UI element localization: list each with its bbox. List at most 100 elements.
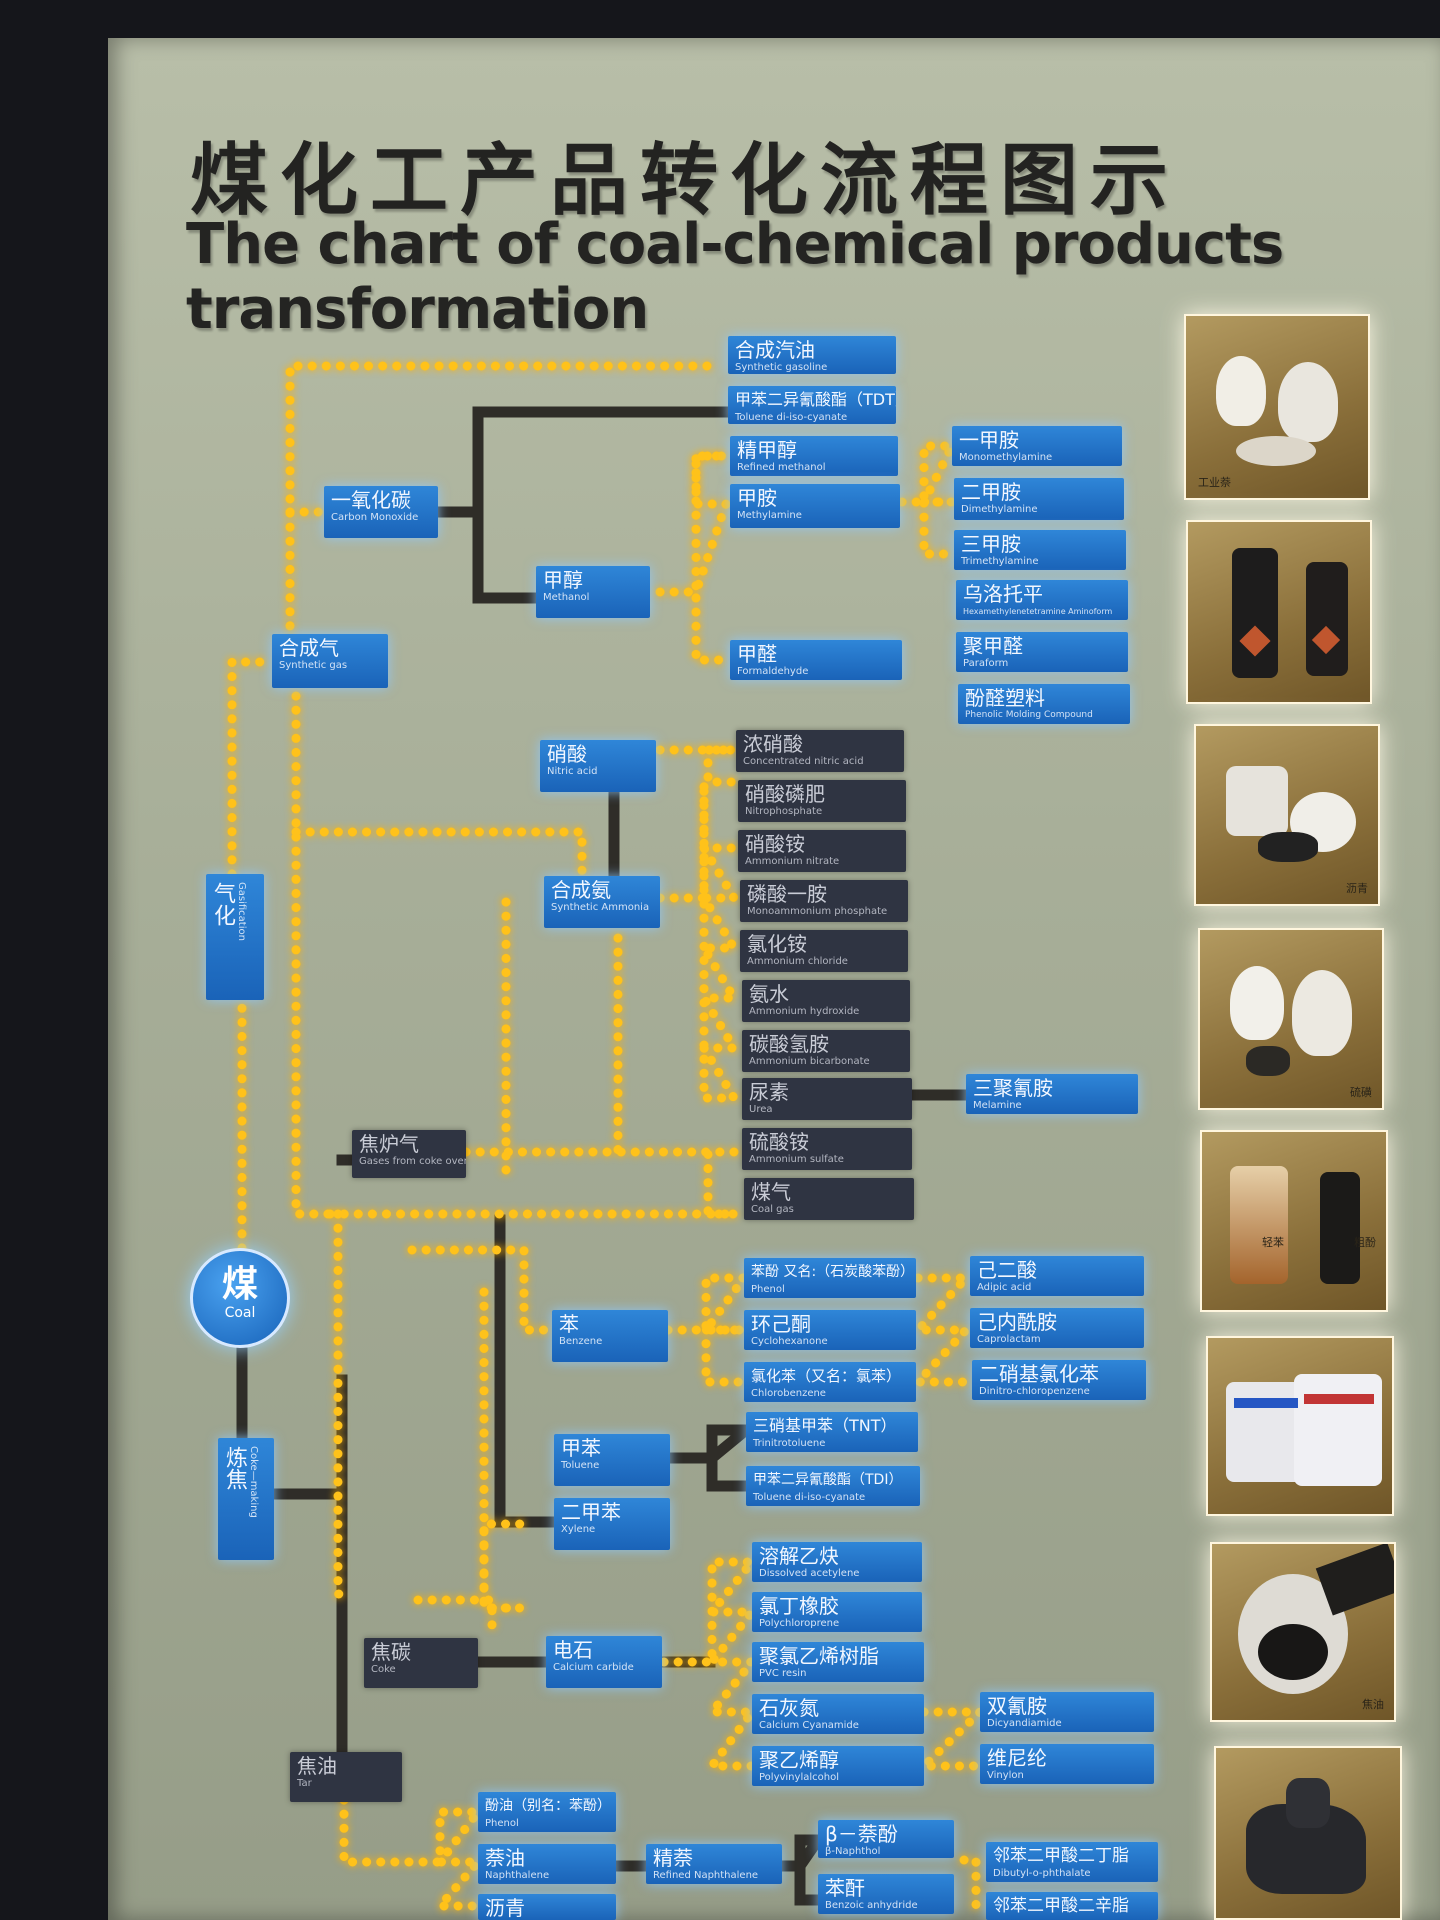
led-carbide-second xyxy=(912,1707,992,1771)
led-methylamine-branch xyxy=(897,441,960,559)
node-tdi: 甲苯二异氰酸酯（TDI）Toluene di-iso-cyanate xyxy=(746,1466,920,1506)
node-phenol: 苯酚 又名:（石炭酸苯酚）Phenol xyxy=(744,1258,916,1298)
wire-refined-products xyxy=(776,1834,829,1906)
node-tnt: 三硝基甲苯（TNT）Trinitrotoluene xyxy=(746,1412,918,1452)
photo-industrial-naphthalene: 工业萘 xyxy=(1184,314,1370,500)
node-dioctyl-phthalate: 邻苯二甲酸二辛脂 xyxy=(986,1892,1158,1920)
wire-toluene-products xyxy=(662,1424,762,1492)
led-benzene-second xyxy=(907,1273,977,1387)
node-pitch: 沥青 xyxy=(478,1894,616,1920)
led-nitric-products xyxy=(655,745,739,787)
led-carbide-products xyxy=(659,1557,762,1771)
wire-co-methanol xyxy=(472,506,542,604)
photo-caption: 沥青 xyxy=(1346,882,1368,895)
led-bx-branch xyxy=(407,1245,559,1335)
photo-caption: 轻苯 xyxy=(1262,1236,1284,1249)
photo-coke-lumps xyxy=(1214,1746,1402,1920)
node-tdt: 甲苯二异氰酸酯（TDT）Toluene di-iso-cyanate xyxy=(728,386,896,424)
led-gasification-syngas xyxy=(227,657,277,879)
wire-bx-trunk xyxy=(494,1214,558,1528)
led-tar-products xyxy=(339,1795,488,1911)
wire-co-tdt xyxy=(432,406,734,518)
title-chinese: 煤化工产品转化流程图示 xyxy=(190,136,1181,226)
led-coking-benzene xyxy=(333,1209,357,1599)
led-bx-branch2 xyxy=(479,1287,527,1613)
photo-sulfur: 硫磺 xyxy=(1198,928,1384,1110)
led-methanol-branch xyxy=(655,451,733,665)
led-syngas-synnh3 xyxy=(291,827,587,881)
photo-caption-2: 粗酚 xyxy=(1354,1236,1376,1249)
photo-light-benzene-crude-phenol: 轻苯 粗酚 xyxy=(1200,1130,1388,1312)
led-syngas-down xyxy=(291,691,335,1219)
node-chlorobenzene: 氯化苯（又名：氯苯）Chlorobenzene xyxy=(744,1362,916,1402)
photo-product-jars xyxy=(1186,520,1372,704)
photo-caption: 硫磺 xyxy=(1350,1086,1372,1099)
led-naph-products xyxy=(959,1855,991,1911)
led-synnh3-products xyxy=(655,782,742,1103)
photo-fertilizer-bags xyxy=(1206,1336,1394,1516)
node-phenol-oil: 酚油（别名：苯酚）Phenol xyxy=(478,1792,616,1832)
photo-caption: 焦油 xyxy=(1362,1698,1384,1711)
photo-pitch: 沥青 xyxy=(1194,724,1380,906)
led-benzene-products xyxy=(663,1273,753,1387)
photo-caption: 工业萘 xyxy=(1198,476,1231,489)
led-coalgas xyxy=(325,1147,736,1219)
title-english: The chart of coal-chemical products tran… xyxy=(186,212,1284,342)
led-coke-carbide xyxy=(413,1595,497,1633)
photo-tar: 焦油 xyxy=(1210,1542,1396,1722)
